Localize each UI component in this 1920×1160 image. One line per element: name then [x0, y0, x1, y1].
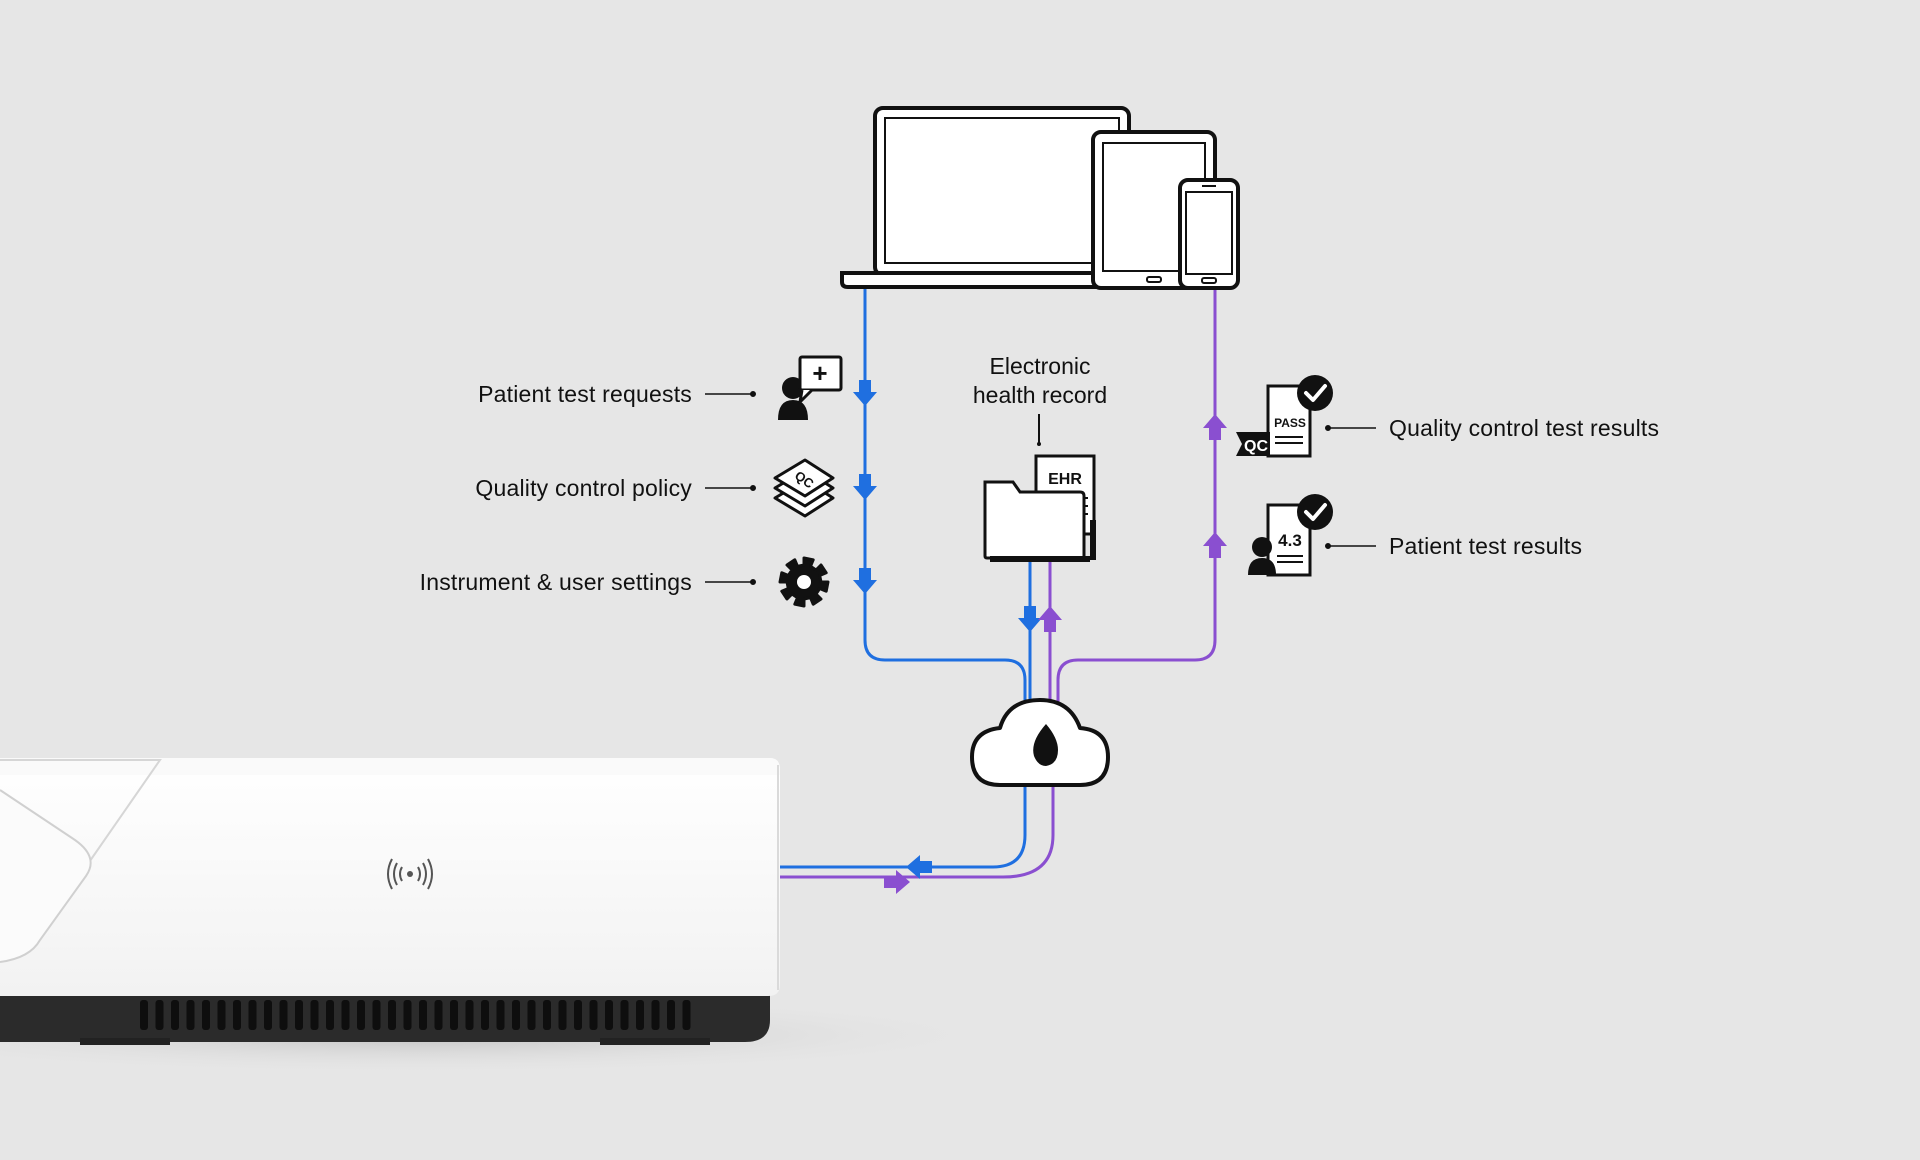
label-ehr-line2: health record [972, 382, 1108, 408]
arrow-down [1018, 606, 1042, 632]
arrow-down [853, 380, 877, 406]
label-patient-test-results: Patient test results [1389, 533, 1583, 559]
qc-pass-icon: PASS QC [1236, 375, 1333, 458]
gear-icon [778, 556, 830, 608]
label-patient-test-requests: Patient test requests [478, 381, 692, 407]
arrow-right [884, 870, 910, 894]
device-top-edge [0, 758, 780, 775]
leader-lines [705, 390, 1376, 585]
qc-layers-icon: QC [773, 458, 835, 518]
flame-icon [1033, 724, 1058, 766]
device-foot [600, 1038, 710, 1045]
outbound-line-device [780, 785, 1027, 869]
svg-text:EHR: EHR [1048, 471, 1082, 488]
instrument-device [0, 758, 1020, 1075]
arrow-down [853, 568, 877, 594]
outbound-line-devices [863, 288, 1027, 720]
ehr-folder-icon: EHR [983, 414, 1096, 562]
cloud-icon [970, 698, 1110, 787]
arrow-left [906, 855, 932, 879]
label-ehr-line1: Electronic [989, 353, 1091, 379]
device-vents [140, 1000, 691, 1030]
arrow-up [1203, 414, 1227, 440]
device-foot [80, 1038, 170, 1045]
label-quality-control-policy: Quality control policy [475, 475, 692, 501]
checkmark-icon [1304, 384, 1327, 402]
label-instrument-user-settings: Instrument & user settings [419, 569, 692, 595]
connection-lines [780, 288, 1217, 879]
svg-text:4.3: 4.3 [1278, 531, 1302, 550]
wireless-icon [387, 858, 433, 890]
arrow-down [853, 474, 877, 500]
inbound-line-device [780, 785, 1055, 879]
patient-result-icon: 4.3 [1248, 494, 1333, 577]
arrow-up [1038, 606, 1062, 632]
checkmark-icon [1304, 503, 1327, 521]
arrow-up [1203, 532, 1227, 558]
device-lid-panel [0, 789, 92, 963]
inbound-line-devices [1056, 288, 1217, 720]
plus-icon: + [812, 358, 827, 388]
svg-text:PASS: PASS [1274, 416, 1306, 430]
devices-icon [840, 106, 1240, 290]
label-electronic-health-record: Electronic health record [940, 352, 1140, 410]
patient-request-icon: + [778, 355, 843, 420]
svg-text:QC: QC [1244, 438, 1268, 455]
label-quality-control-test-results: Quality control test results [1389, 415, 1660, 441]
flow-arrows [853, 380, 1227, 894]
device-body [0, 758, 780, 996]
